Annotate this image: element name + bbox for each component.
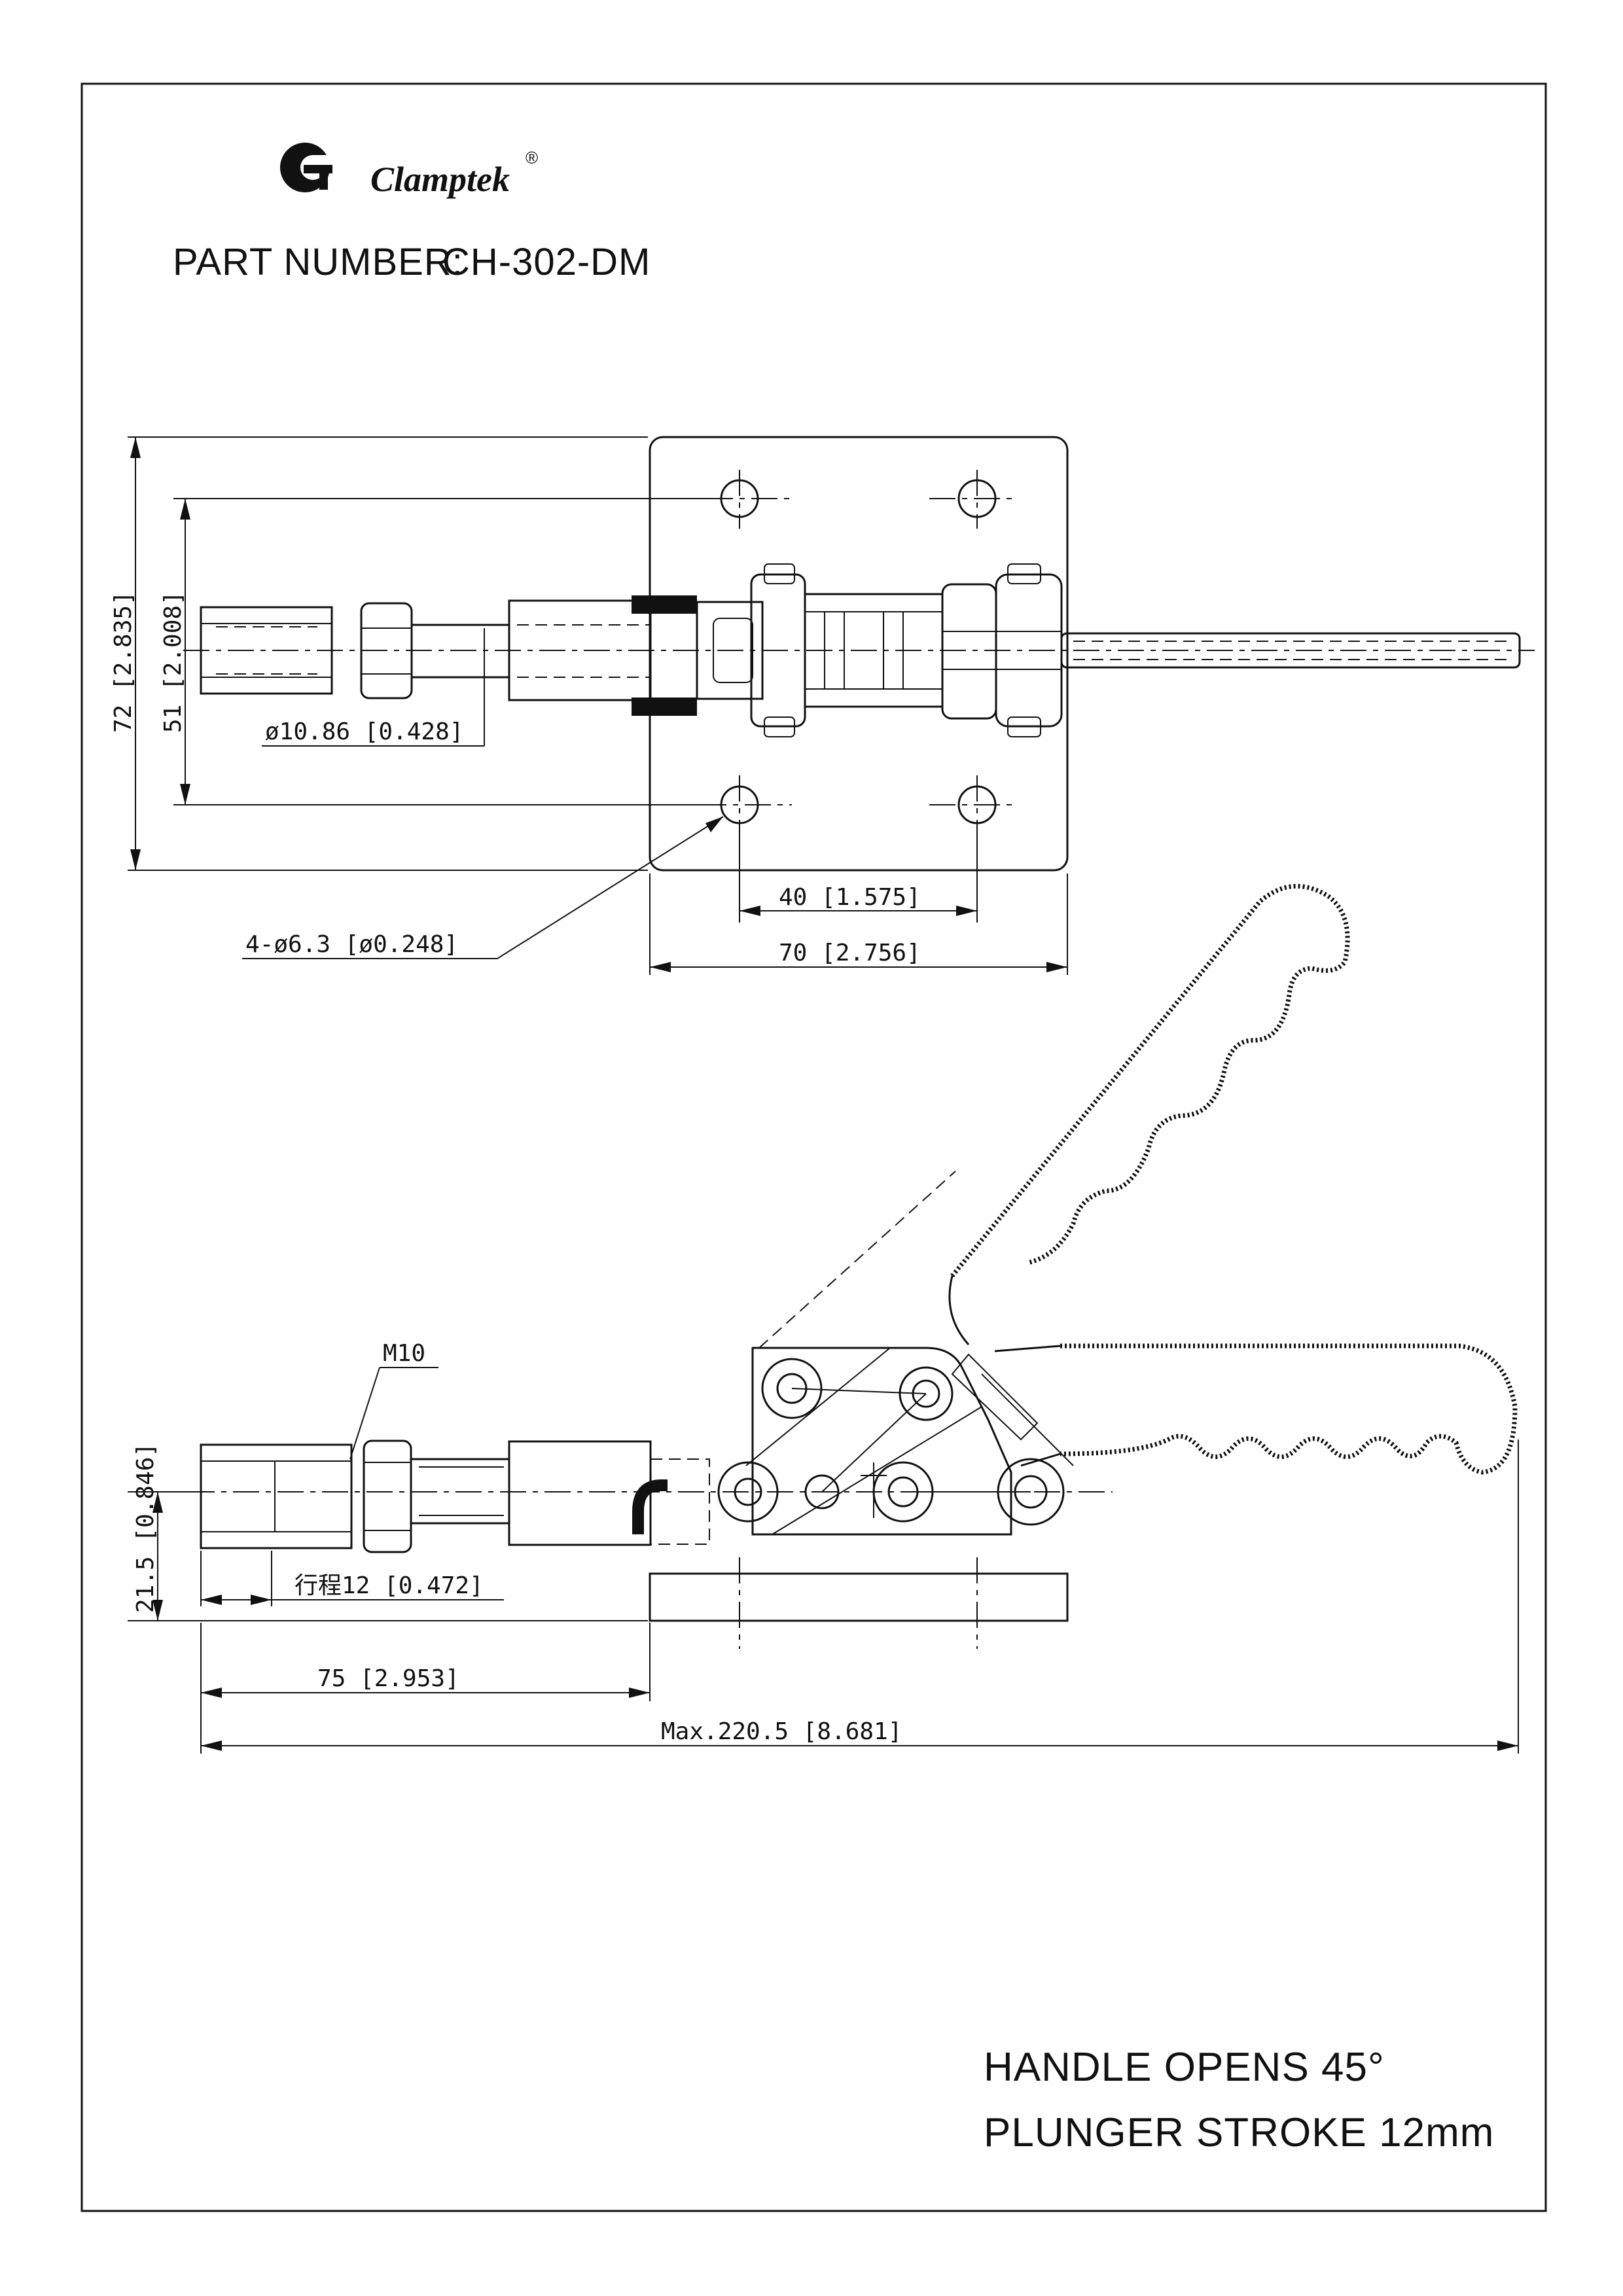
dim-height-holes: 51 [2.008] — [160, 498, 713, 805]
brand-name: Clamptek — [370, 160, 510, 199]
sheet-border — [80, 82, 1547, 2212]
part-number-label: PART NUMBER: — [173, 241, 463, 283]
dim-plunger-dia: ø10.86 [0.428] — [262, 628, 485, 747]
side-view-plunger — [200, 1439, 710, 1553]
top-view: 72 [2.835] 51 [2.008] ø10.86 [0.428] 40 … — [110, 436, 1535, 975]
dim-base-width: 70 [2.756] — [649, 874, 1068, 975]
dim-stroke-text: 行程12 [0.472] — [294, 1572, 484, 1599]
note-handle-opens: HANDLE OPENS 45° — [984, 2045, 1385, 2090]
dim-height-axis-text: 21.5 [0.846] — [132, 1443, 159, 1613]
dim-plunger-length-text: 75 [2.953] — [317, 1665, 459, 1692]
side-view-linkage — [717, 1347, 1074, 1536]
dim-hole-spacing-text: 40 [1.575] — [779, 884, 921, 911]
mounting-holes — [700, 470, 1014, 834]
top-view-plunger — [200, 595, 697, 716]
clamptek-logo-icon — [280, 143, 332, 192]
dim-base-width-text: 70 [2.756] — [779, 940, 921, 966]
dim-height-axis: 21.5 [0.846] — [128, 1443, 648, 1621]
dim-max-length-text: Max.220.5 [8.681] — [661, 1718, 902, 1745]
dim-thread: M10 — [349, 1340, 438, 1460]
dim-height-overall: 72 [2.835] — [110, 436, 648, 871]
dim-height-holes-text: 51 [2.008] — [160, 591, 187, 733]
note-plunger-stroke: PLUNGER STROKE 12mm — [984, 2110, 1494, 2155]
dim-holes-callout: 4-ø6.3 [ø0.248] — [242, 816, 724, 959]
dim-plunger-dia-text: ø10.86 [0.428] — [265, 718, 463, 745]
dim-height-overall-text: 72 [2.835] — [110, 591, 137, 733]
dim-max-length: Max.220.5 [8.681] — [201, 1439, 1519, 1754]
registered-mark: ® — [526, 148, 538, 168]
dim-stroke: 行程12 [0.472] — [200, 1551, 504, 1606]
side-view: M10 21.5 [0.846] 行程12 [0.472] 75 [2.953] — [128, 883, 1519, 1754]
handle-closed — [994, 1343, 1518, 1475]
dim-thread-text: M10 — [383, 1340, 425, 1367]
dim-hole-spacing: 40 [1.575] — [739, 824, 978, 923]
handle-open — [758, 883, 1350, 1349]
part-number-value: CH-302-DM — [442, 241, 651, 283]
dim-plunger-length: 75 [2.953] — [200, 1623, 651, 1754]
dim-holes-callout-text: 4-ø6.3 [ø0.248] — [245, 931, 458, 958]
side-view-base — [649, 1572, 1069, 1622]
